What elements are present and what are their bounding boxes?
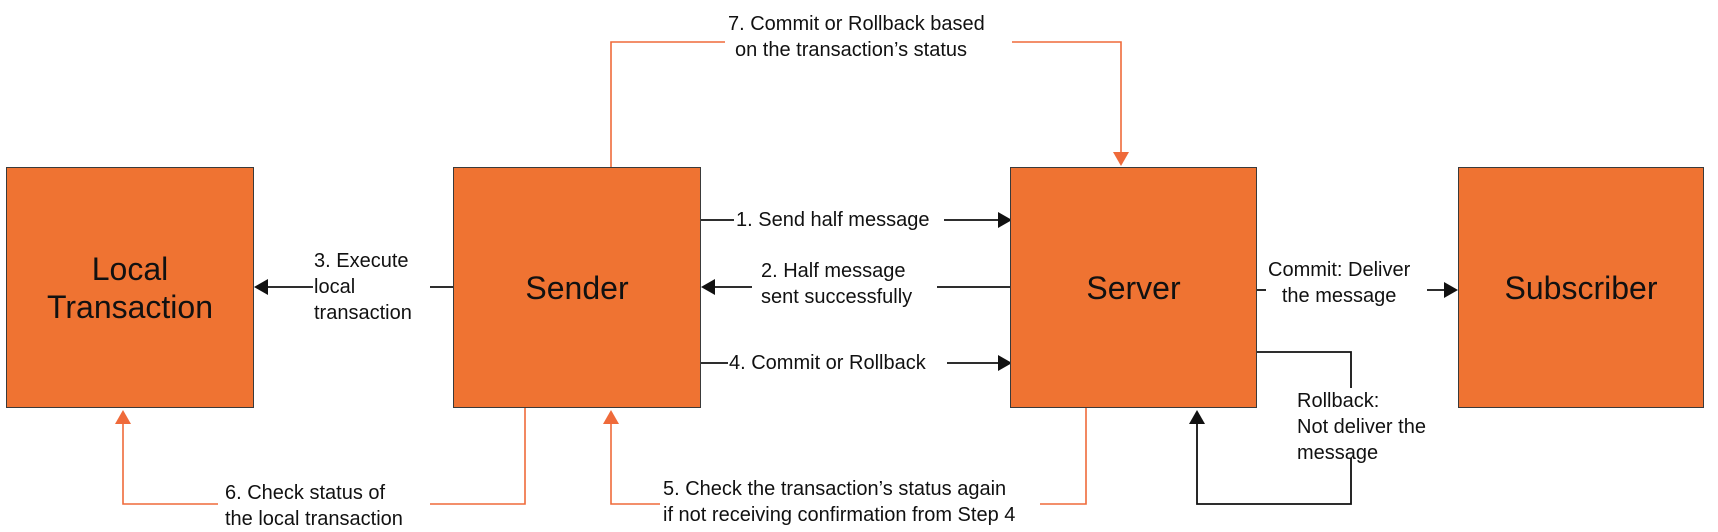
step2-label: 2. Half message sent successfully — [761, 260, 913, 308]
subscriber-label: Subscriber — [1504, 269, 1658, 306]
arrow-step3 — [254, 279, 453, 295]
arrow-step6 — [115, 408, 526, 505]
arrow-commit — [1257, 282, 1458, 298]
commit-label: Commit: Deliver the message — [1268, 259, 1411, 307]
step4-label: 4. Commit or Rollback — [729, 352, 926, 374]
rollback-label: Rollback: Not deliver the message — [1297, 390, 1426, 464]
arrow-step2 — [701, 279, 1010, 295]
sender-node: Sender — [453, 167, 701, 408]
arrow-step1 — [701, 212, 1012, 228]
arrow-step5 — [603, 408, 1087, 505]
arrow-step7 — [610, 41, 1129, 167]
step1-label: 1. Send half message — [736, 209, 930, 231]
local-transaction-node: Local Transaction — [6, 167, 254, 408]
subscriber-node: Subscriber — [1458, 167, 1704, 408]
sender-label: Sender — [525, 269, 629, 306]
step6-label: 6. Check status of the local transaction — [225, 482, 403, 530]
step7-label: 7. Commit or Rollback based on the trans… — [728, 13, 985, 61]
arrow-step4 — [701, 355, 1012, 371]
server-label: Server — [1086, 269, 1181, 306]
arrow-rollback — [1189, 351, 1352, 505]
step5-label: 5. Check the transaction’s status again … — [663, 478, 1016, 526]
server-node: Server — [1010, 167, 1257, 408]
step3-label: 3. Execute local transaction — [314, 250, 412, 324]
local-transaction-label: Local Transaction — [47, 250, 213, 325]
